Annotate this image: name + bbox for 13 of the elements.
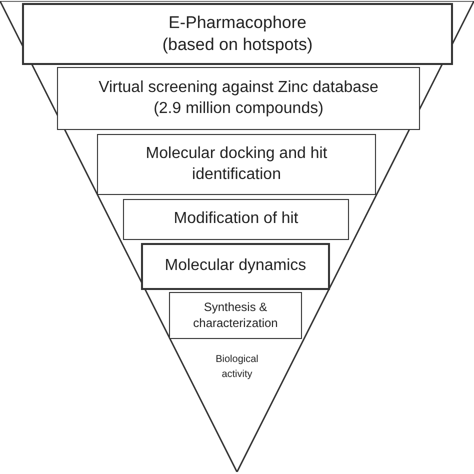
- step-box: [141, 243, 330, 290]
- step-text: Synthesis & characterization: [192, 300, 279, 332]
- step-box: [169, 292, 302, 339]
- step-box: [57, 67, 420, 130]
- step-text: Virtual screening against Zinc database (2.9 million compounds): [98, 78, 380, 118]
- step-box: [123, 199, 349, 240]
- step-text: Molecular docking and hit identification: [144, 144, 328, 184]
- step-text: Molecular dynamics: [164, 256, 306, 276]
- step-box: [22, 3, 453, 65]
- stage-text: Biological activity: [214, 353, 260, 382]
- step-text: E-Pharmacophore (based on hotspots): [161, 12, 314, 56]
- step-text: Modification of hit: [174, 209, 298, 230]
- step-box: [97, 134, 376, 195]
